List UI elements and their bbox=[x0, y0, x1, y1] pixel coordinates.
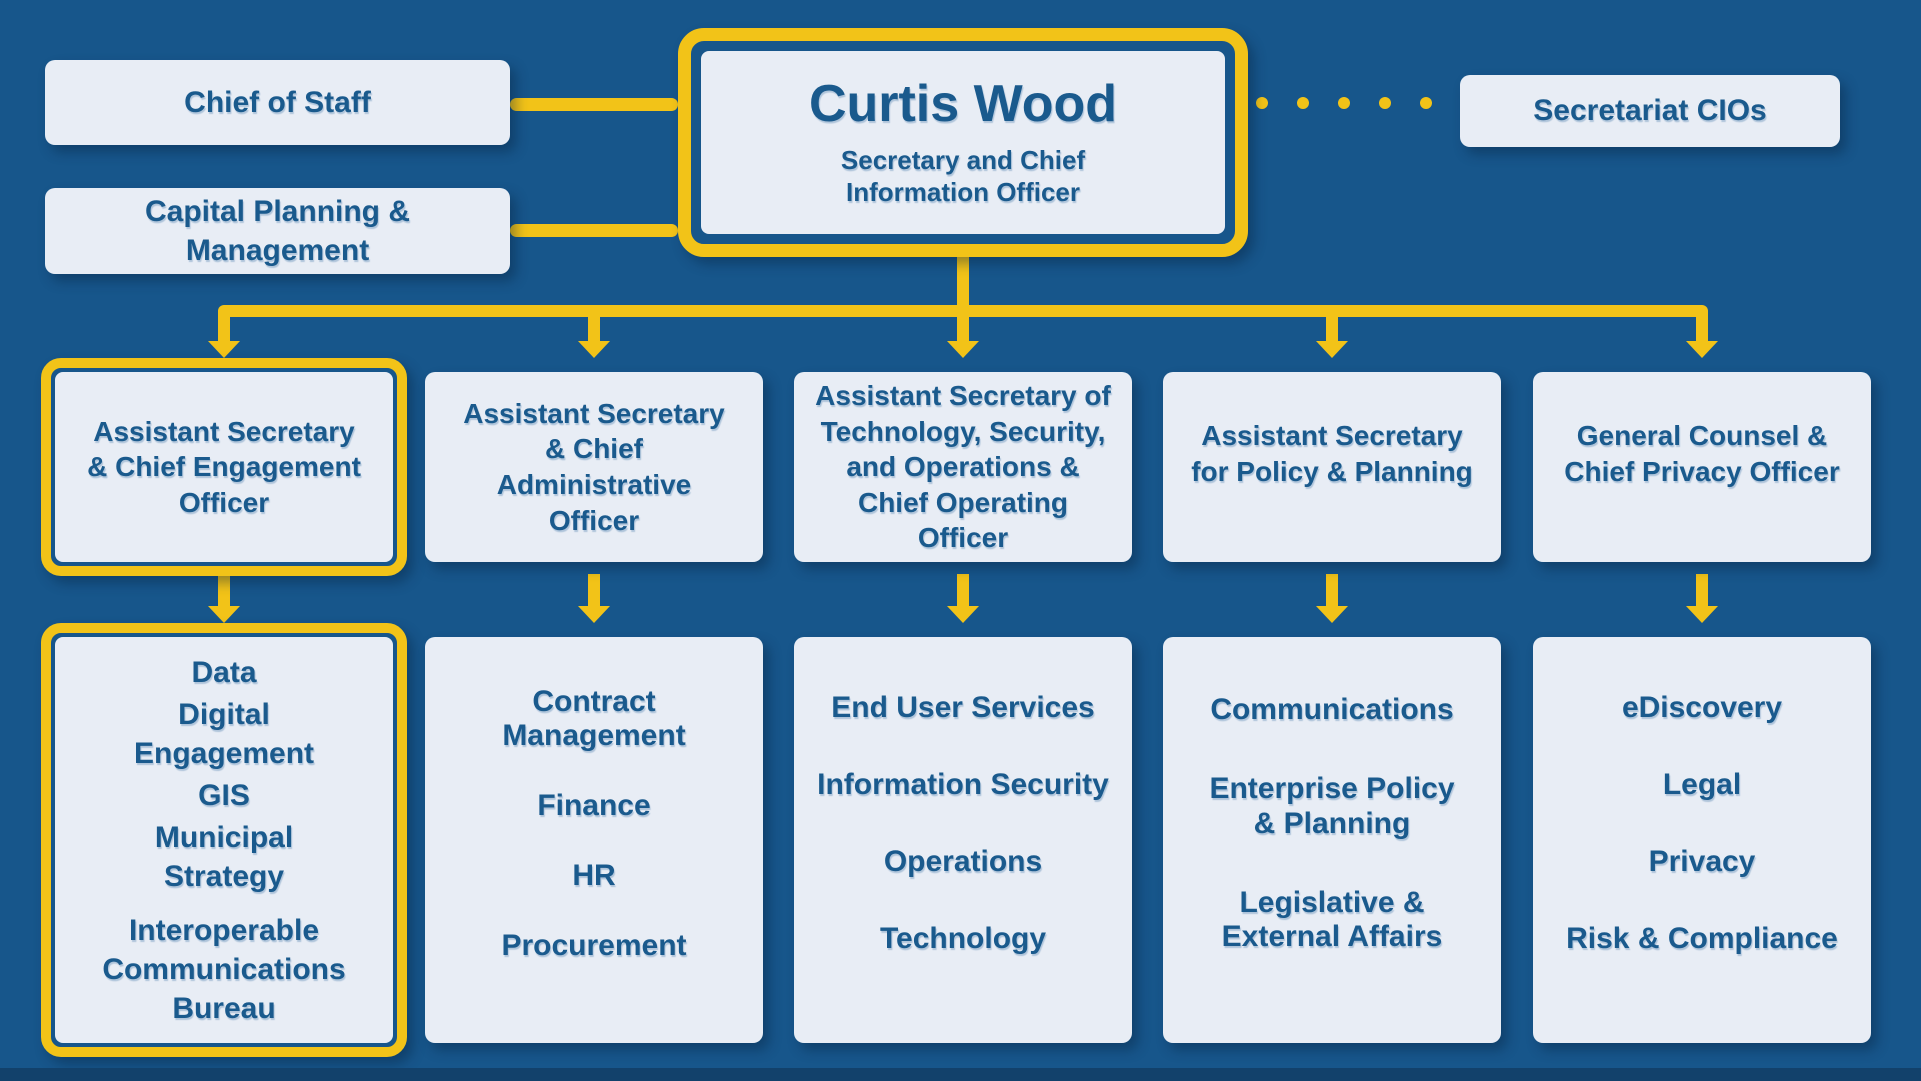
arrowhead-col4 bbox=[1316, 341, 1348, 358]
level3-box-policy-units: Communications Enterprise Policy & Plann… bbox=[1163, 637, 1501, 1043]
level3-item: Enterprise Policy & Planning bbox=[1209, 772, 1455, 840]
level3-box-technology-units: End User Services Information Security O… bbox=[794, 637, 1132, 1043]
level2-box-engagement: Assistant Secretary & Chief Engagement O… bbox=[55, 372, 393, 562]
level3-list: eDiscovery Legal Privacy Risk & Complian… bbox=[1533, 637, 1871, 1043]
mid-arrowhead-col4 bbox=[1316, 606, 1348, 623]
capital-planning-box: Capital Planning & Management bbox=[45, 188, 510, 274]
level3-item: Municipal Strategy bbox=[154, 820, 294, 893]
dot bbox=[1338, 97, 1350, 109]
level3-highlight-frame: Data Digital Engagement GIS Municipal St… bbox=[41, 623, 407, 1057]
level2-label: Assistant Secretary of Technology, Secur… bbox=[815, 380, 1111, 554]
level3-item: Legal bbox=[1662, 768, 1742, 802]
mid-arrowhead-col2 bbox=[578, 606, 610, 623]
level3-item: Procurement bbox=[501, 929, 687, 962]
secretariat-cios-label: Secretariat CIOs bbox=[1533, 94, 1767, 127]
dot bbox=[1256, 97, 1268, 109]
level3-item: Data bbox=[191, 655, 257, 689]
level2-label: Assistant Secretary & Chief Engagement O… bbox=[87, 415, 361, 518]
level3-item: Technology bbox=[879, 922, 1047, 956]
mid-arrow-stem-col4 bbox=[1326, 574, 1338, 606]
level3-item: Communications bbox=[1210, 693, 1454, 727]
level3-item: Interoperable Communications Bureau bbox=[102, 913, 346, 1025]
arrowhead-col2 bbox=[578, 341, 610, 358]
drop-arrow-stem-col2 bbox=[588, 311, 600, 341]
level3-list: End User Services Information Security O… bbox=[794, 637, 1132, 1043]
dot bbox=[1420, 97, 1432, 109]
level3-item: Privacy bbox=[1648, 845, 1756, 879]
chief-of-staff-label: Chief of Staff bbox=[184, 85, 371, 119]
level3-item: Finance bbox=[537, 789, 651, 822]
drop-arrow-stem-col4 bbox=[1326, 311, 1338, 341]
level3-item: Contract Management bbox=[502, 684, 686, 753]
mid-arrow-stem-col5 bbox=[1696, 574, 1708, 606]
secretariat-cios-box: Secretariat CIOs bbox=[1460, 75, 1840, 147]
level3-box-administrative-units: Contract Management Finance HR Procureme… bbox=[425, 637, 763, 1043]
mid-arrowhead-col3 bbox=[947, 606, 979, 623]
level3-list: Contract Management Finance HR Procureme… bbox=[425, 637, 763, 1043]
level2-label: Assistant Secretary & Chief Administrati… bbox=[463, 397, 725, 536]
level3-item: Operations bbox=[883, 845, 1043, 879]
level2-box-policy-planning: Assistant Secretary for Policy & Plannin… bbox=[1163, 372, 1501, 562]
mid-arrowhead-col5 bbox=[1686, 606, 1718, 623]
connector-chief-of-staff bbox=[510, 98, 678, 111]
ceo-stem bbox=[957, 250, 969, 310]
drop-arrow-stem-col5 bbox=[1696, 311, 1708, 341]
level2-box-technology-operations: Assistant Secretary of Technology, Secur… bbox=[794, 372, 1132, 562]
level3-box-legal-units: eDiscovery Legal Privacy Risk & Complian… bbox=[1533, 637, 1871, 1043]
arrowhead-col5 bbox=[1686, 341, 1718, 358]
level3-item: Risk & Compliance bbox=[1566, 922, 1838, 956]
connector-capital-planning bbox=[510, 224, 678, 237]
mid-arrow-stem-col3 bbox=[957, 574, 969, 606]
capital-planning-label: Capital Planning & Management bbox=[144, 195, 411, 267]
level2-label: General Counsel & Chief Privacy Officer bbox=[1564, 420, 1840, 487]
drop-arrow-stem-col1 bbox=[218, 311, 230, 341]
ceo-title: Secretary and Chief Information Officer bbox=[840, 144, 1086, 208]
drop-arrow-stem-col3 bbox=[957, 311, 969, 341]
chief-of-staff-box: Chief of Staff bbox=[45, 60, 510, 145]
dot bbox=[1379, 97, 1391, 109]
ceo-text-block: Curtis Wood Secretary and Chief Informat… bbox=[809, 76, 1117, 208]
level2-label: Assistant Secretary for Policy & Plannin… bbox=[1191, 420, 1473, 487]
mid-arrow-stem-col2 bbox=[588, 574, 600, 606]
level2-box-administrative: Assistant Secretary & Chief Administrati… bbox=[425, 372, 763, 562]
level3-list: Communications Enterprise Policy & Plann… bbox=[1163, 637, 1501, 1043]
level3-item: Legislative & External Affairs bbox=[1221, 885, 1443, 954]
arrowhead-col3 bbox=[947, 341, 979, 358]
dot bbox=[1297, 97, 1309, 109]
level3-item: HR bbox=[572, 859, 616, 892]
ceo-name: Curtis Wood bbox=[808, 75, 1118, 134]
mid-arrow-stem-col1 bbox=[218, 576, 230, 606]
level3-list: Data Digital Engagement GIS Municipal St… bbox=[55, 637, 393, 1043]
level3-item: Information Security bbox=[817, 768, 1109, 802]
level3-item: GIS bbox=[198, 778, 250, 812]
ceo-highlight-frame: Curtis Wood Secretary and Chief Informat… bbox=[678, 28, 1248, 257]
mid-arrowhead-col1 bbox=[208, 606, 240, 623]
level3-item: eDiscovery bbox=[1621, 691, 1783, 725]
level3-box-engagement-units: Data Digital Engagement GIS Municipal St… bbox=[55, 637, 393, 1043]
level2-highlight-frame: Assistant Secretary & Chief Engagement O… bbox=[41, 358, 407, 576]
level2-box-general-counsel: General Counsel & Chief Privacy Officer bbox=[1533, 372, 1871, 562]
bottom-edge-strip bbox=[0, 1068, 1921, 1081]
dotted-connector bbox=[1256, 97, 1432, 109]
level3-item: End User Services bbox=[831, 691, 1095, 725]
level3-item: Digital Engagement bbox=[133, 697, 315, 770]
arrowhead-col1 bbox=[208, 341, 240, 358]
ceo-box: Curtis Wood Secretary and Chief Informat… bbox=[701, 51, 1225, 234]
